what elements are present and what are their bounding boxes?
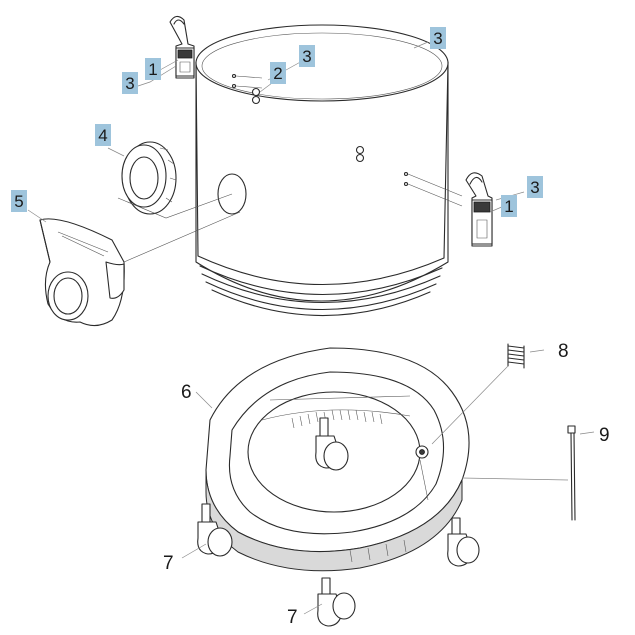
- callout-text: 3: [433, 29, 442, 48]
- inlet-ring: [117, 141, 233, 219]
- callout-3-right: 3: [527, 176, 543, 198]
- callout-5: 5: [11, 190, 27, 212]
- castor-left: [197, 503, 233, 557]
- callout-text: 2: [273, 64, 282, 83]
- clip-right: [465, 172, 493, 247]
- deflector: [39, 211, 241, 327]
- callout-text: 3: [125, 74, 134, 93]
- callout-4: 4: [95, 124, 111, 146]
- cable-tie: [461, 425, 576, 521]
- callout-3-left: 3: [122, 72, 138, 94]
- callout-text: 5: [14, 192, 23, 211]
- label-8: 8: [558, 341, 569, 362]
- callout-3-top: 3: [299, 45, 315, 67]
- callout-2: 2: [270, 62, 286, 84]
- callout-3-tank: 3: [430, 27, 446, 49]
- spring: [431, 343, 525, 445]
- castor-inner: [315, 417, 349, 471]
- callout-text: 1: [148, 60, 157, 79]
- label-6: 6: [181, 382, 192, 403]
- callout-1-right: 1: [501, 195, 517, 217]
- label-7-bottom: 7: [287, 607, 298, 628]
- tank: [195, 24, 463, 317]
- label-7-left: 7: [163, 553, 174, 574]
- label-9: 9: [599, 425, 610, 446]
- callout-text: 1: [504, 197, 513, 216]
- callout-text: 3: [530, 178, 539, 197]
- callout-1-left: 1: [145, 58, 161, 80]
- callout-text: 4: [98, 126, 107, 145]
- castor-front: [317, 577, 356, 627]
- callout-text: 3: [302, 47, 311, 66]
- clip-left: [169, 15, 195, 79]
- castor-right: [447, 517, 480, 567]
